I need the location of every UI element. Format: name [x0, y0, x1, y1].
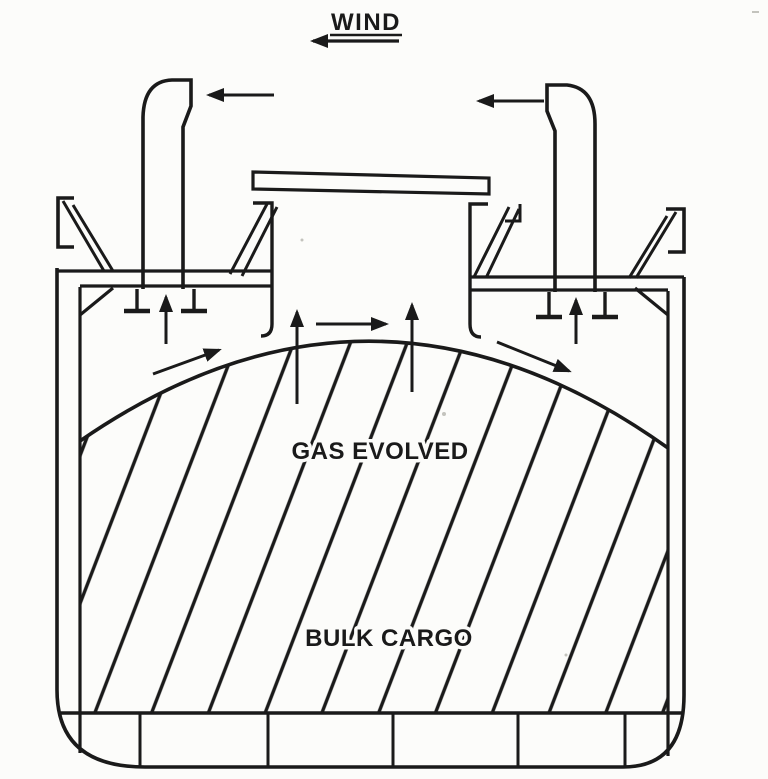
left-gooseneck-ventilator	[124, 78, 274, 314]
hatchway	[228, 170, 522, 339]
speckle	[300, 238, 304, 242]
deck-corner-bracket-right	[633, 286, 670, 317]
raised-hatch-cover	[251, 170, 491, 196]
deck-corner-bracket-left	[78, 286, 115, 317]
vent-cowl-right	[545, 83, 597, 292]
bulk-cargo-pile	[78, 339, 670, 713]
hatch-coaming-brace-left	[228, 203, 269, 275]
speckle	[564, 653, 568, 657]
cargo-surface-flow-arrow-left	[152, 348, 222, 376]
gas-evolved-label: GAS EVOLVED	[291, 438, 468, 465]
hatch-coaming-right	[468, 202, 488, 339]
bulwark-left	[56, 196, 115, 272]
bulwark-stay-left	[61, 200, 106, 272]
cargo-surface-flow-arrow-right	[496, 340, 572, 373]
right-gooseneck-ventilator	[476, 83, 618, 320]
double-bottom-tanks	[138, 713, 627, 766]
main-deck	[57, 269, 684, 317]
hatch-coaming-left	[253, 201, 274, 338]
outer-hull-outline	[55, 268, 686, 769]
bulwark-right	[627, 207, 686, 279]
wind-label: WIND	[331, 9, 401, 36]
wind-annotation: WIND	[310, 6, 403, 48]
bulwark-stay-left	[71, 204, 115, 272]
gas-flow-arrows	[152, 294, 583, 404]
hatch-coaming-brace-right	[472, 206, 511, 278]
bulwark-plate-left	[56, 196, 74, 249]
cargo-surface-arc	[78, 339, 670, 450]
scan-speckles	[300, 11, 759, 657]
bulwark-stay-right	[627, 215, 669, 279]
speckle	[752, 11, 759, 13]
hatch-brace-top-hook	[505, 204, 522, 223]
speckle	[442, 412, 446, 416]
vent-cowl-left	[141, 78, 193, 289]
cargo-hatching	[80, 341, 668, 713]
bulk-cargo-label: BULK CARGO	[305, 625, 473, 652]
bulwark-stay-right	[634, 211, 678, 279]
bulwark-plate-right	[666, 207, 686, 254]
hatch-coaming-brace-left	[240, 206, 279, 277]
